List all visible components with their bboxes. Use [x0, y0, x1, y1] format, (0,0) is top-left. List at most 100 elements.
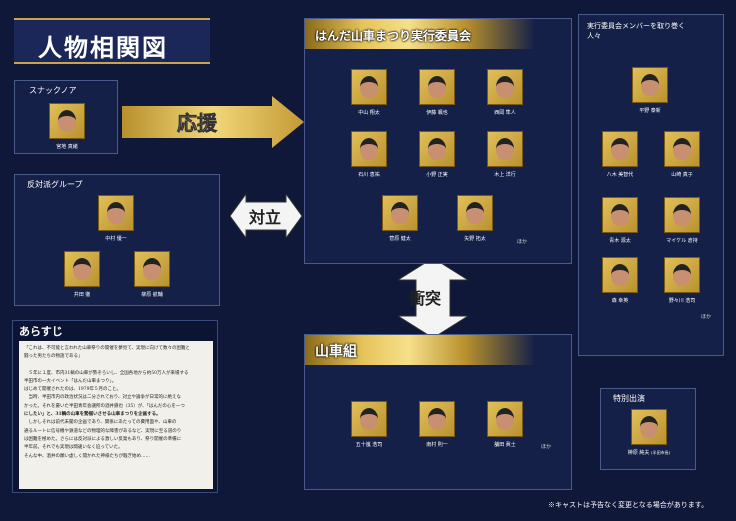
person-photo [602, 257, 638, 293]
person-name: 伊藤 颯也 [426, 110, 448, 116]
person-card: 木上 洋行 [478, 131, 532, 178]
person-photo [134, 251, 170, 287]
hoka-note: ほか [701, 314, 712, 320]
person-card: 宮地 真緒 [40, 103, 94, 150]
person-card: 野々川 浩司 [655, 257, 709, 304]
special-name: 榊原 純夫 [627, 450, 650, 456]
snack-panel: スナックノア 宮地 真緒 [14, 80, 118, 154]
hoka-note: ほか [541, 444, 552, 450]
person-photo [664, 131, 700, 167]
person-card: 菅原 健太 [373, 195, 427, 242]
synopsis-line: 通るルートに信号機や鉄道などの物理的な障害があるなど、実現に至る道のり [24, 428, 182, 434]
conflict-label: 対立 [248, 208, 281, 227]
person-name: 井田 徹 [73, 292, 91, 298]
person-photo [664, 257, 700, 293]
synopsis-line: ５年に１度、市内31輌の山車が勢ぞろいし、全国各地から約50万人が来場する [24, 370, 189, 376]
support-label: 応援 [177, 111, 218, 135]
person-photo [457, 195, 493, 231]
synopsis-line: 半田市の一大イベント「はんだ山車まつり」。 [24, 378, 117, 384]
person-card: 山崎 真子 [655, 131, 709, 178]
person-card: 青木 源太 [593, 197, 647, 244]
person-name: 西岡 隼人 [494, 110, 516, 116]
person-photo [487, 69, 523, 105]
person-name: 宮地 真緒 [56, 144, 78, 150]
person-photo [351, 131, 387, 167]
snack-title: スナックノア [29, 86, 77, 95]
opposition-title: 反対派グループ [27, 180, 83, 189]
person-card: 伊藤 颯也 [410, 69, 464, 116]
opposition-panel: 反対派グループ 中村 優一 井田 徹 柳原 航輔 [14, 174, 220, 306]
person-photo [382, 195, 418, 231]
person-name: 五十嵐 浩司 [355, 442, 383, 448]
person-card: 井田 徹 [55, 251, 109, 298]
person-photo [602, 131, 638, 167]
synopsis-panel: あらすじ 「これは、不可能と言われた山車祭りの開催を夢見て、実現に向けて数々の困… [12, 320, 218, 493]
clash-arrow: 衝突 [398, 258, 468, 338]
person-card: 舗田 眞士 [478, 401, 532, 448]
person-card: マイケル 倉持 [655, 197, 709, 244]
person-card: 榊原 純夫 (半田市長) [622, 409, 676, 456]
person-name: マイケル 倉持 [666, 238, 698, 244]
person-name: 野々川 浩司 [668, 298, 696, 304]
person-name: 舗田 眞士 [494, 442, 516, 448]
person-name: 木上 洋行 [494, 172, 516, 178]
synopsis-line: 当時、半田市内の政治状況は二分されており、対立や論争が日常的に絶えな [24, 395, 182, 401]
person-card: 中村 優一 [89, 195, 143, 242]
person-card: 柳原 航輔 [125, 251, 179, 298]
person-card: 平野 泰新 [623, 67, 677, 114]
special-title: 特別出演 [613, 394, 645, 403]
person-card: 小野 正実 [410, 131, 464, 178]
person-photo [419, 131, 455, 167]
synopsis-line: 「これは、不可能と言われた山車祭りの開催を夢見て、実現に向けて数々の困難と [24, 346, 191, 351]
person-name: 榊原 純夫 (半田市長) [622, 449, 676, 456]
person-name: 菅原 健太 [389, 236, 411, 242]
person-photo [631, 409, 667, 445]
cast-notice: ※キャストは予告なく変更となる場合があります。 [548, 501, 709, 509]
clash-label: 衝突 [408, 289, 441, 308]
person-name: 南村 則一 [426, 442, 448, 448]
person-photo [419, 69, 455, 105]
person-card: 中山 翔太 [342, 69, 396, 116]
person-card: 石川 恵祐 [342, 131, 396, 178]
synopsis-line: は困難を極めた。さらには反対派による激しい反発もあり、祭り開催の準備に [24, 436, 182, 442]
members-panel: 実行委員会メンバーを取り巻く人々 平野 泰新 八木 美智代 山崎 真子 青木 源… [578, 14, 724, 356]
support-arrow: 応援 [122, 96, 304, 148]
synopsis-line: 半年前。それでも実現は間違いなく迫っていた。 [24, 445, 123, 451]
synopsis-line: かった。それを憂いた半田青年会議所の酒井鍈也（35）が、「はんだの心を一つ [24, 403, 185, 409]
person-name: 平野 泰新 [639, 108, 661, 114]
person-name: 山崎 真子 [671, 172, 693, 178]
committee-panel: はんだ山車まつり実行委員会 中山 翔太 伊藤 颯也 西岡 隼人 石川 恵祐 小野… [304, 18, 572, 264]
members-title: 実行委員会メンバーを取り巻く人々 [587, 22, 685, 40]
person-photo [351, 69, 387, 105]
person-name: 青木 源太 [609, 238, 631, 244]
person-photo [664, 197, 700, 233]
dashigumi-panel: 山車組 五十嵐 浩司 南村 則一 舗田 眞士 ほか [304, 334, 572, 490]
special-panel: 特別出演 榊原 純夫 (半田市長) [600, 388, 696, 470]
person-photo [487, 401, 523, 437]
person-name: 森 幸英 [611, 298, 629, 304]
person-photo [98, 195, 134, 231]
person-card: 矢野 拓太 [448, 195, 502, 242]
person-name: 八木 美智代 [606, 172, 634, 178]
person-card: 南村 則一 [410, 401, 464, 448]
page-title-box: 人物相関図 [14, 18, 210, 64]
hoka-note: ほか [517, 239, 528, 245]
person-photo [632, 67, 668, 103]
person-card: 西岡 隼人 [478, 69, 532, 116]
person-name: 中山 翔太 [358, 110, 380, 116]
person-photo [487, 131, 523, 167]
synopsis-line: 闘った男たちの物語である」 [24, 354, 83, 360]
synopsis-line: そんな中、酒井の願い虚しく開かれた神様たちが騒ぎ始め…… [24, 453, 150, 459]
person-name: 中村 優一 [105, 236, 127, 242]
person-name: 小野 正実 [426, 172, 448, 178]
person-name: 矢野 拓太 [464, 236, 486, 242]
committee-title: はんだ山車まつり実行委員会 [305, 19, 535, 49]
person-photo [602, 197, 638, 233]
person-photo [351, 401, 387, 437]
person-card: 五十嵐 浩司 [342, 401, 396, 448]
synopsis-line [24, 362, 208, 370]
dashigumi-title: 山車組 [305, 335, 535, 365]
synopsis-line: はじめて開催されたのは、1979年５月のこと。 [24, 387, 121, 393]
person-photo [64, 251, 100, 287]
conflict-arrow: 対立 [230, 194, 302, 238]
